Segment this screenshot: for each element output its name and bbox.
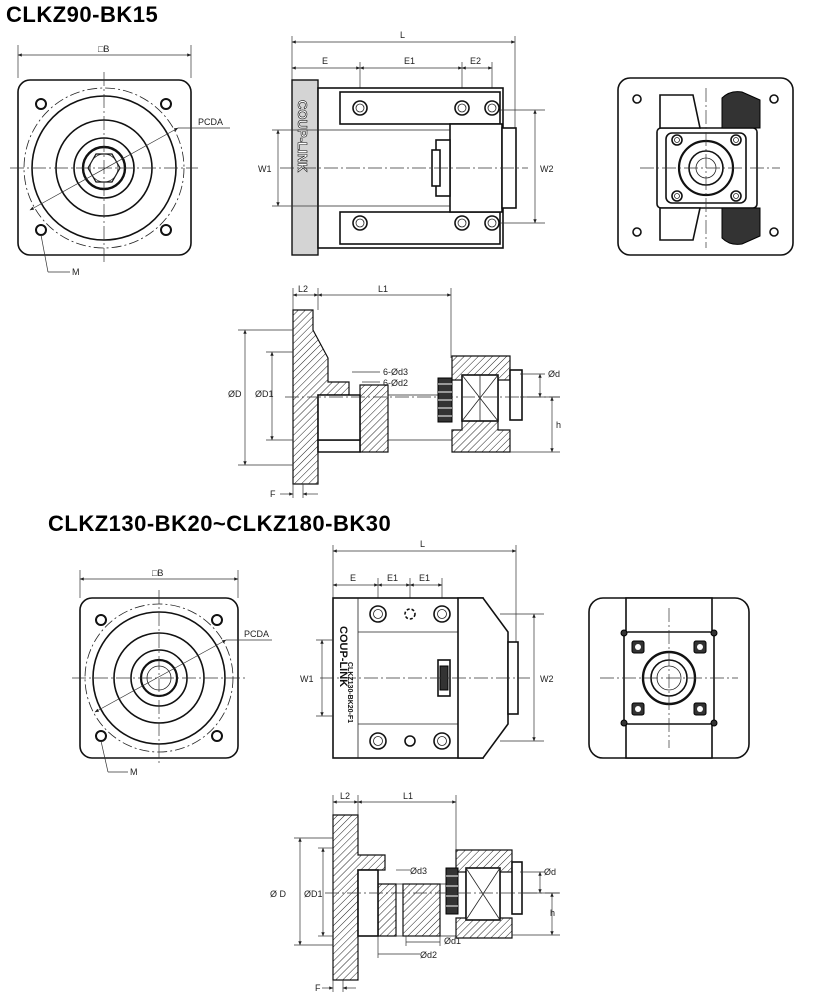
s1-e1-label: E1 [404, 56, 415, 66]
s2-e1b-label: E1 [419, 573, 430, 583]
section-2-title: CLKZ130-BK20~CLKZ180-BK30 [48, 511, 392, 536]
s1-big-d-label: ØD [228, 389, 242, 399]
s2-model-label: CLKZ130-BK20-F1 [346, 662, 353, 723]
s2-w1-label: W1 [300, 674, 314, 684]
s1-top-view: L E E1 E2 COUP-LINK W1 W2 [258, 30, 554, 256]
s2-pcda-label: PCDA [244, 629, 269, 639]
s2-d1-label: ØD1 [304, 889, 323, 899]
s2-h-label: h [550, 908, 555, 918]
s2-square-b-label: □B [152, 568, 163, 578]
s2-front-view: □B PCDA M [72, 568, 272, 777]
s1-e2-label: E2 [470, 56, 481, 66]
s1-w1-label: W1 [258, 164, 272, 174]
s2-top-view: L E E1 E1 COUP-LINK CLKZ130-BK20-F1 W1 [300, 539, 554, 759]
s2-w2-label: W2 [540, 674, 554, 684]
s2-d2-label: Ød2 [420, 950, 437, 960]
s2-e1a-label: E1 [387, 573, 398, 583]
s2-d3-label: Ød3 [410, 866, 427, 876]
section-1-title: CLKZ90-BK15 [6, 2, 159, 27]
s1-f-label: F [270, 489, 276, 499]
s1-m-label: M [72, 267, 80, 277]
s1-d1-label: ØD1 [255, 389, 274, 399]
s2-big-d-label: Ø D [270, 889, 287, 899]
s1-e-label: E [322, 56, 328, 66]
s2-m-label: M [130, 767, 138, 777]
s1-l1-label: L1 [378, 284, 388, 294]
s2-d1-small-label: Ød1 [444, 936, 461, 946]
s1-section-view: L2 L1 ØD ØD1 6-Ød3 6-Ød2 Ø [228, 284, 561, 499]
s1-l2-label: L2 [298, 284, 308, 294]
s1-d2-label: 6-Ød2 [383, 378, 408, 388]
s2-brand-label: COUP-LINK [337, 626, 349, 687]
s2-e-label: E [350, 573, 356, 583]
s2-l2-label: L2 [340, 791, 350, 801]
s1-d3-label: 6-Ød3 [383, 367, 408, 377]
s2-d-small-label: Ød [544, 867, 556, 877]
s2-section-view: L2 L1 Ø D ØD1 Ød3 Ød1 Ød2 [270, 791, 560, 993]
s1-pcda-label: PCDA [198, 117, 223, 127]
s2-f-label: F [315, 983, 321, 993]
s1-side-view [617, 77, 794, 256]
s1-l-label: L [400, 30, 405, 40]
s1-w2-label: W2 [540, 164, 554, 174]
s2-l1-label: L1 [403, 791, 413, 801]
s2-side-view [588, 597, 750, 759]
s1-h-label: h [556, 420, 561, 430]
s2-l-label: L [420, 539, 425, 549]
s1-d-small-label: Ød [548, 369, 560, 379]
s1-front-view: □B PCDA M [10, 44, 230, 277]
s1-brand-label: COUP-LINK [295, 100, 310, 173]
s1-square-b-label: □B [98, 44, 109, 54]
